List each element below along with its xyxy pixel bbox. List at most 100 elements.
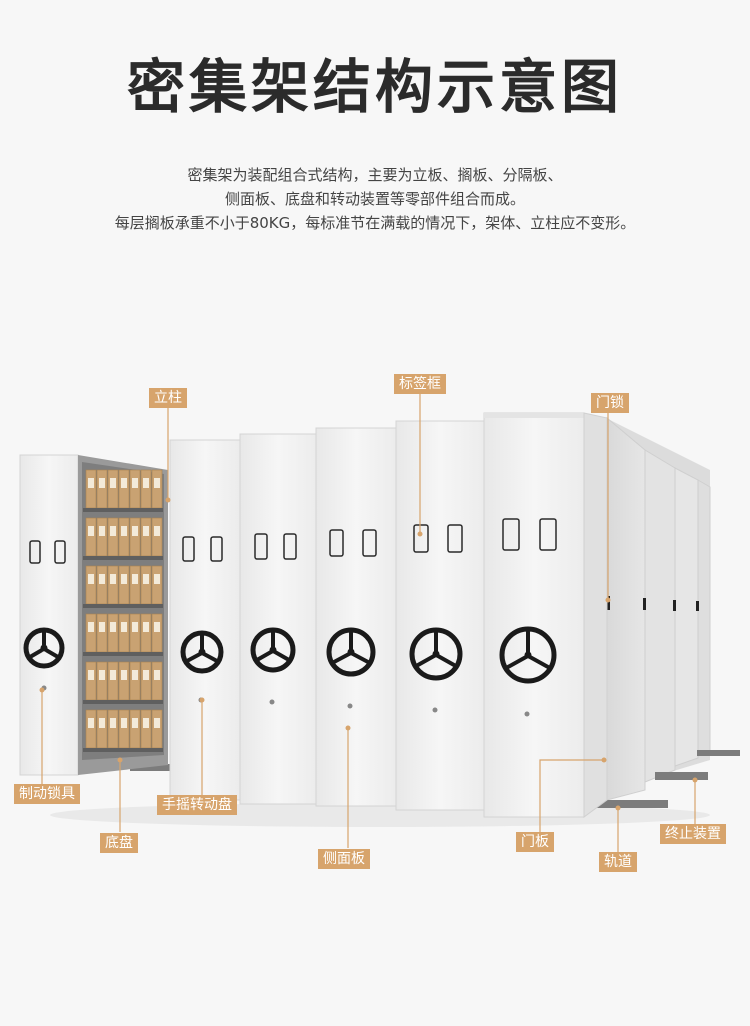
file-box	[96, 613, 108, 653]
file-box	[140, 709, 152, 749]
file-box-label	[121, 574, 127, 584]
file-box	[85, 469, 97, 509]
label-hand-wheel: 手摇转动盘	[157, 795, 237, 815]
file-box-label	[154, 718, 160, 728]
shelf	[83, 508, 163, 512]
label-side-panel: 侧面板	[318, 849, 370, 869]
shelf	[83, 748, 163, 752]
file-box-label	[143, 478, 149, 488]
file-box-label	[121, 478, 127, 488]
file-box	[96, 565, 108, 605]
file-boxes	[85, 469, 163, 749]
file-box-label	[154, 478, 160, 488]
file-box	[118, 661, 130, 701]
file-box	[96, 709, 108, 749]
shelves	[83, 508, 163, 752]
file-box	[140, 469, 152, 509]
file-box-label	[110, 478, 116, 488]
file-box	[107, 517, 119, 557]
file-box-label	[99, 574, 105, 584]
file-box-label	[132, 526, 138, 536]
file-box-label	[121, 622, 127, 632]
file-box-label	[88, 670, 94, 680]
file-box	[129, 565, 141, 605]
label-track: 轨道	[599, 852, 637, 872]
file-box-label	[143, 574, 149, 584]
file-box	[151, 661, 163, 701]
file-box	[107, 469, 119, 509]
shelf	[83, 700, 163, 704]
file-box	[96, 661, 108, 701]
file-box	[140, 517, 152, 557]
file-box-label	[132, 478, 138, 488]
file-box-label	[110, 670, 116, 680]
file-box-label	[88, 718, 94, 728]
file-box	[85, 709, 97, 749]
cabinet-front-block	[169, 412, 608, 818]
file-box	[151, 565, 163, 605]
file-box	[118, 517, 130, 557]
file-box	[85, 661, 97, 701]
file-box	[107, 565, 119, 605]
file-box-label	[154, 526, 160, 536]
shelf	[83, 556, 163, 560]
leader-lines	[41, 392, 696, 852]
file-box-label	[110, 526, 116, 536]
file-box	[151, 517, 163, 557]
file-box	[85, 517, 97, 557]
label-brake-lock: 制动锁具	[14, 784, 80, 804]
file-box	[129, 709, 141, 749]
file-box	[118, 613, 130, 653]
label-label-frame: 标签框	[394, 374, 446, 394]
file-box	[129, 613, 141, 653]
label-door-panel: 门板	[516, 832, 554, 852]
description-line-2: 侧面板、底盘和转动装置等零部件组合而成。	[224, 190, 525, 208]
file-box	[129, 469, 141, 509]
file-box-label	[154, 670, 160, 680]
file-box-label	[99, 622, 105, 632]
description-line-3: 每层搁板承重不小于80KG，每标准节在满载的情况下，架体、立柱应不变形。	[114, 214, 636, 232]
file-box	[118, 565, 130, 605]
file-box-label	[132, 670, 138, 680]
label-door-lock: 门锁	[591, 393, 629, 413]
label-frames	[182, 518, 557, 562]
file-box	[118, 709, 130, 749]
file-box-label	[143, 526, 149, 536]
file-box	[151, 613, 163, 653]
file-box	[96, 469, 108, 509]
file-box-label	[88, 622, 94, 632]
file-box-label	[99, 718, 105, 728]
file-box-label	[110, 574, 116, 584]
label-base: 底盘	[100, 833, 138, 853]
file-box-label	[88, 478, 94, 488]
page-title: 密集架结构示意图	[126, 53, 623, 121]
file-box	[107, 613, 119, 653]
file-box	[129, 661, 141, 701]
file-box-label	[121, 526, 127, 536]
description: 密集架为装配组合式结构，主要为立板、搁板、分隔板、 侧面板、底盘和转动装置等零部…	[0, 163, 750, 235]
file-box-label	[132, 622, 138, 632]
file-box	[118, 469, 130, 509]
file-box	[96, 517, 108, 557]
file-box	[85, 565, 97, 605]
file-box	[140, 565, 152, 605]
file-box-label	[99, 670, 105, 680]
label-stop-device: 终止装置	[660, 824, 726, 844]
hand-wheels	[180, 626, 557, 684]
file-box	[129, 517, 141, 557]
door-lock-handle	[606, 596, 610, 610]
file-box	[140, 613, 152, 653]
shelf	[83, 604, 163, 608]
file-box-label	[132, 718, 138, 728]
right-side-units	[606, 416, 711, 801]
file-box-label	[132, 574, 138, 584]
file-box	[107, 709, 119, 749]
file-box-label	[143, 718, 149, 728]
file-box-label	[154, 574, 160, 584]
file-box-label	[154, 622, 160, 632]
leader-dots	[39, 497, 698, 811]
file-box-label	[88, 574, 94, 584]
file-box-label	[99, 526, 105, 536]
file-box	[140, 661, 152, 701]
